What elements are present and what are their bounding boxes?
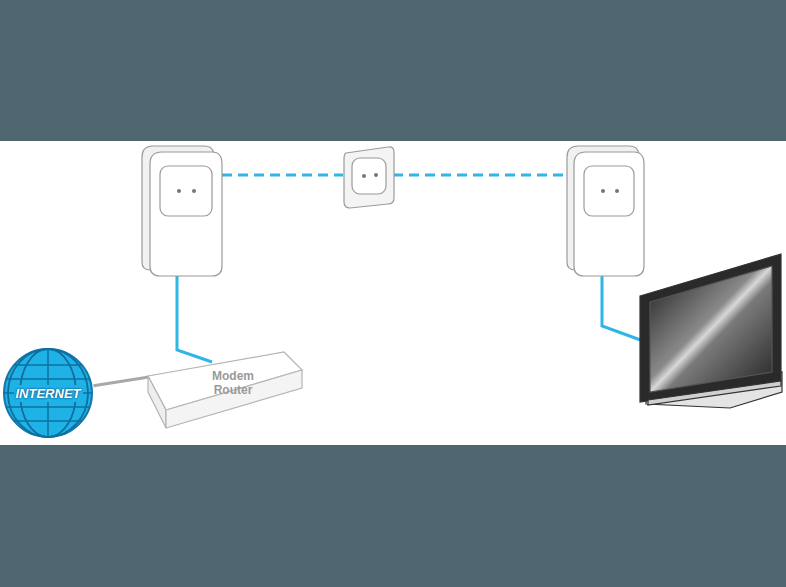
powerline-adapter bbox=[142, 146, 222, 276]
globe-label: INTERNET bbox=[14, 385, 83, 402]
modem-router: Modem Router bbox=[146, 350, 304, 432]
internet-globe: INTERNET bbox=[2, 347, 94, 439]
wall-socket bbox=[344, 147, 394, 208]
powerline-adapter bbox=[567, 146, 644, 276]
device-label: Modem Router bbox=[203, 370, 263, 398]
television bbox=[640, 254, 782, 408]
